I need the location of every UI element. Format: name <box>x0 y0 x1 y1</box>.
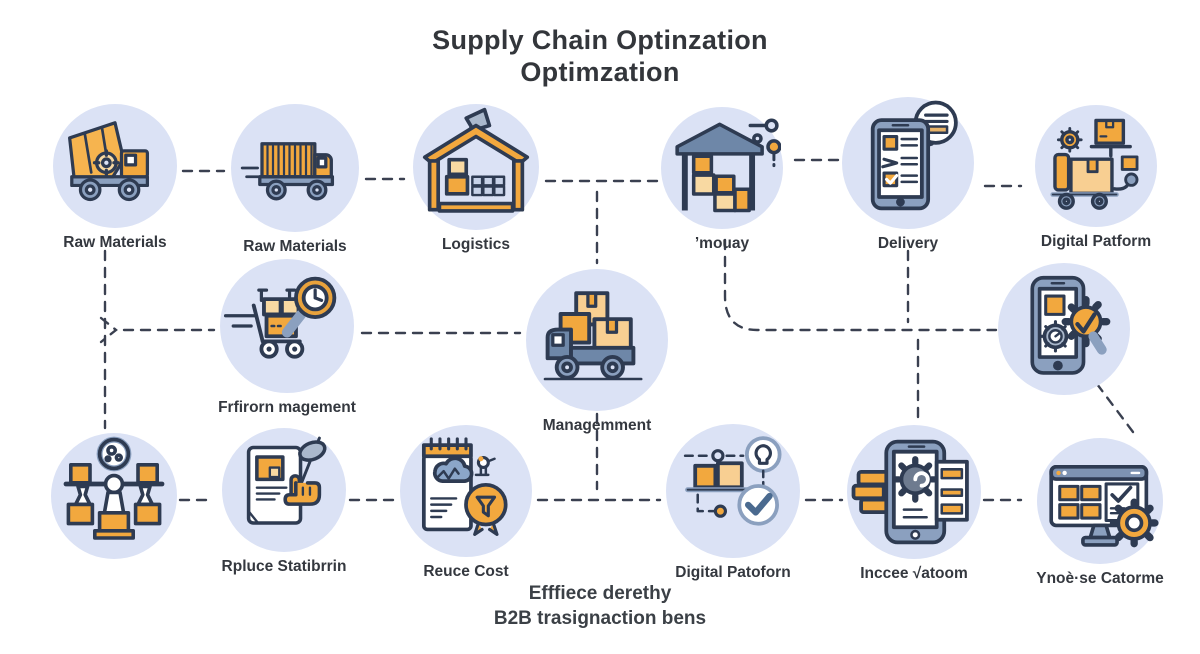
storage-rack-icon <box>661 107 783 229</box>
node-ynoese-catorme: Ynoè·se Catorme <box>1000 438 1200 588</box>
node-label: Rpluce Statibrrin <box>221 558 347 575</box>
node-raw-materials-2: Raw Materials <box>195 104 395 256</box>
warehouse-icon <box>413 104 539 230</box>
monitor-gear-icon <box>1037 438 1163 564</box>
node-label: Raw Materials <box>243 238 347 255</box>
node-label: Logistics <box>441 236 511 253</box>
boxes-checkmark-icon <box>666 424 800 558</box>
footer-line-2: B2B trasignaction bens <box>493 608 707 629</box>
delivery-truck-boxes-icon <box>526 269 668 411</box>
node-delivery: Delivery <box>808 97 1008 253</box>
logistics-cart-icon <box>1035 105 1157 227</box>
node-digital-patoforn: Digital Patoforn <box>633 424 833 582</box>
title-line-1: Supply Chain Optinzation <box>432 25 768 55</box>
node-phone-gears <box>964 263 1164 395</box>
node-balance <box>14 433 214 559</box>
node-logistics: Logistics <box>376 104 576 254</box>
node-raw-materials-1: Raw Materials <box>15 104 215 252</box>
report-funnel-icon <box>400 425 532 557</box>
cargo-truck-icon <box>231 104 359 232</box>
cart-magnifier-clock-icon <box>220 259 354 393</box>
balance-scale-boxes-icon <box>51 433 177 559</box>
footer-caption: Efffiece derethy B2B trasignaction bens <box>0 581 1200 631</box>
node-label: Managemment <box>542 417 652 434</box>
node-mouay: ʼmouay <box>622 107 822 253</box>
node-label: Inccee √atoom <box>860 565 968 582</box>
document-hand-icon <box>222 428 346 552</box>
node-label: Digital Patform <box>1040 233 1152 250</box>
node-label: Raw Materials <box>63 234 167 251</box>
node-label: Reuce Cost <box>423 563 509 580</box>
node-label: ʼmouay <box>694 235 750 252</box>
dump-truck-icon <box>53 104 177 228</box>
page-title: Supply Chain Optinzation Optimzation <box>0 24 1200 88</box>
node-managemment: Managemment <box>497 269 697 435</box>
node-label: Delivery <box>877 235 939 252</box>
tablet-checklist-icon <box>842 97 974 229</box>
node-digital-patform: Digital Patform <box>996 105 1196 251</box>
node-inccee-vatoom: Inccee √atoom <box>814 425 1014 583</box>
node-reuce-cost: Reuce Cost <box>366 425 566 581</box>
node-rpluce-statibrrin: Rpluce Statibrrin <box>184 428 384 576</box>
tablet-coins-gear-icon <box>847 425 981 559</box>
node-label: Ynoè·se Catorme <box>1036 570 1164 587</box>
node-frfirorn-magement: Frfirorn magement <box>187 259 387 417</box>
node-label: Frfirorn magement <box>218 399 356 416</box>
title-line-2: Optimzation <box>520 57 680 87</box>
phone-gears-icon <box>998 263 1130 395</box>
footer-line-1: Efffiece derethy <box>528 583 672 604</box>
node-label: Digital Patoforn <box>675 564 791 581</box>
